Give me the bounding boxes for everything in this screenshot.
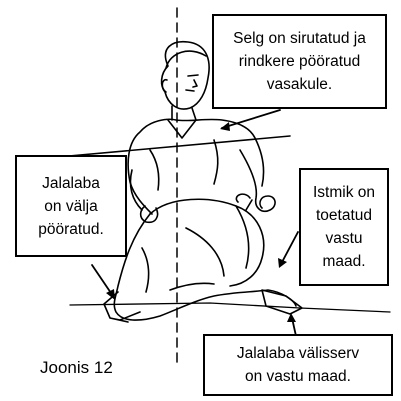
- collar: [168, 120, 196, 138]
- face-features: [186, 75, 198, 91]
- callout-line: vastu: [325, 227, 362, 250]
- callout-buttock-supported: Istmik on toetatud vastu maad.: [299, 168, 389, 286]
- callout-line: Jalalaba välisserv: [237, 342, 359, 365]
- left-arm: [130, 170, 157, 222]
- pointer-bottom-head: [287, 313, 296, 322]
- callout-line: on vastu maad.: [245, 365, 351, 388]
- figure-caption: Joonis 12: [40, 358, 113, 378]
- callout-line: maad.: [322, 250, 365, 273]
- pointer-top: [222, 110, 280, 128]
- pointer-top-head: [220, 122, 230, 131]
- floor-line: [70, 303, 390, 312]
- callout-line: on välja: [44, 195, 97, 218]
- callout-line: Selg on sirutatud ja: [233, 27, 366, 50]
- pointer-right: [281, 232, 298, 264]
- callout-line: toetatud: [316, 204, 372, 227]
- hair-line: [166, 51, 206, 68]
- callout-line: pööratud.: [38, 218, 104, 241]
- callout-foot-outer-edge: Jalalaba välisserv on vastu maad.: [203, 334, 393, 396]
- right-arm: [240, 150, 275, 211]
- shin: [186, 206, 249, 276]
- callout-line: Istmik on: [313, 181, 375, 204]
- callout-line: vasakule.: [267, 73, 332, 96]
- trouser-folds: [142, 248, 214, 292]
- neck: [172, 106, 196, 120]
- callout-line: rindkere pööratud: [239, 50, 361, 73]
- callout-line: Jalalaba: [42, 172, 100, 195]
- callout-foot-turned-out: Jalalaba on välja pööratud.: [15, 155, 127, 257]
- ear: [162, 80, 167, 92]
- callout-back-chest: Selg on sirutatud ja rindkere pööratud v…: [212, 14, 387, 109]
